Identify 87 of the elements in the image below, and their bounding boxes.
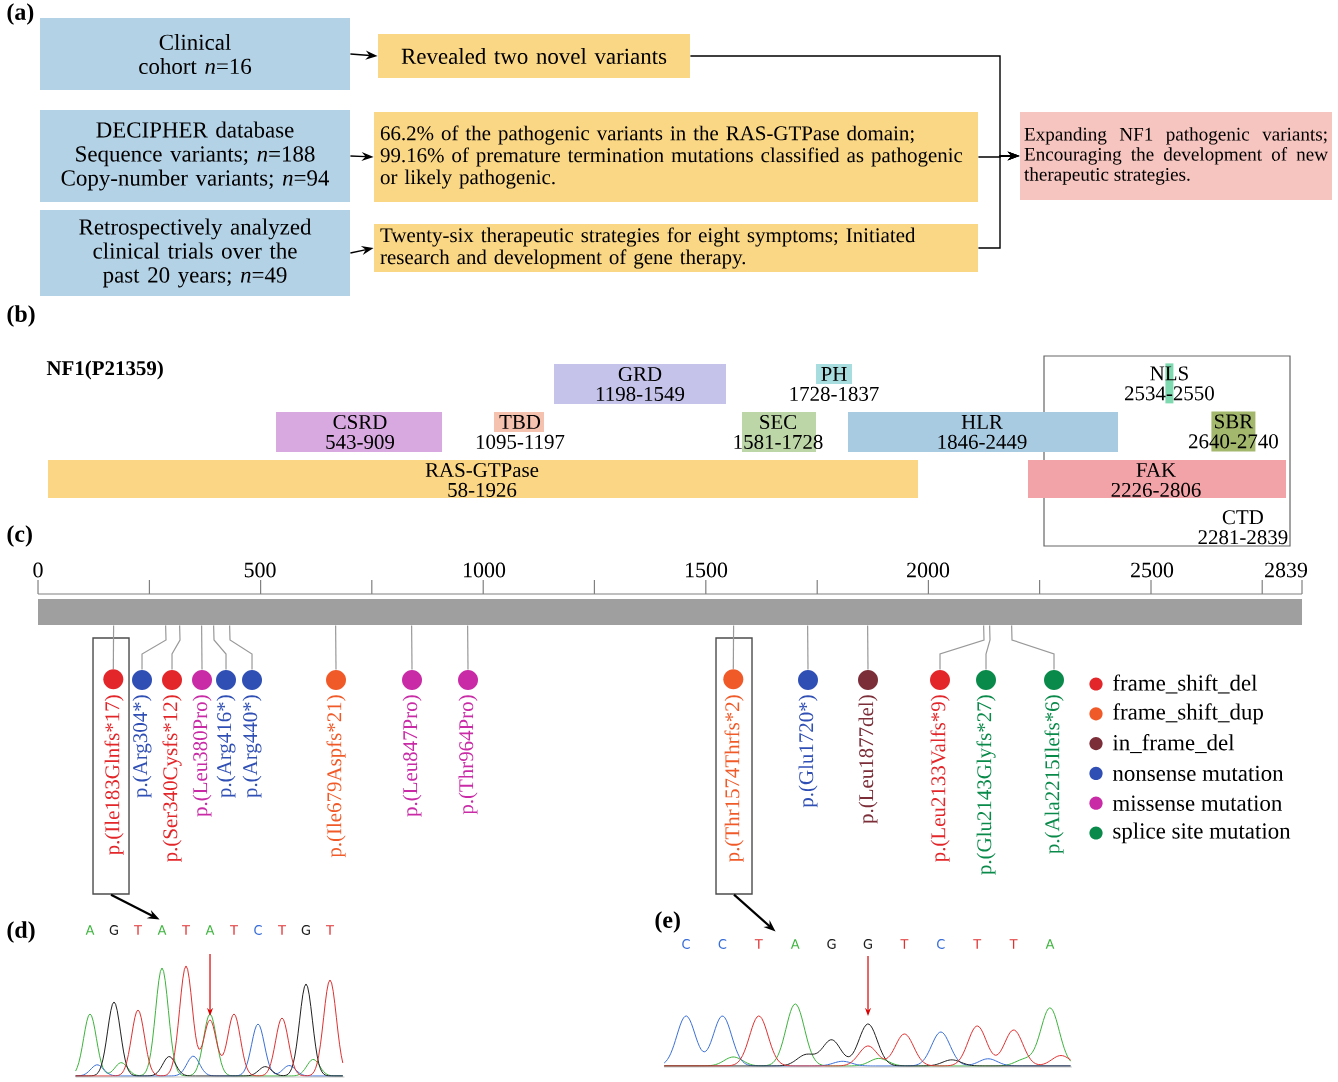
legend-label: frame_shift_dup [1113, 703, 1263, 725]
stem-line [867, 624, 869, 671]
stem-line [112, 624, 115, 670]
tick-label: 0 [33, 562, 43, 578]
mutation-dot [162, 670, 182, 690]
mutation-label: p.(Ala2215Ilefs*6) [1044, 695, 1064, 854]
tick-label: 2839 [1265, 562, 1308, 578]
legend-label: splice site mutation [1113, 822, 1291, 844]
stem-line [335, 624, 337, 671]
mutation-dot [798, 670, 818, 690]
domain-bar: NLS 2534-2550 [1125, 363, 1214, 404]
mutation-label: p.(Thr964Pro) [458, 695, 478, 815]
stem-line [411, 624, 413, 671]
stem-line [807, 624, 809, 671]
mutation-label: p.(Ser340Cysfs*12) [162, 695, 182, 862]
mutation-dot [103, 669, 124, 690]
stem-line [1011, 624, 1055, 671]
stem-line [201, 624, 203, 671]
highlight-frame [715, 637, 753, 895]
stem-line [141, 624, 167, 671]
text-box: Expanding NF1 pathogenic variants; Encouraging the development of new therapeutic strategies. [1020, 112, 1332, 200]
legend-label: nonsense mutation [1112, 765, 1284, 782]
mutation-label: p.(Ile679Aspfs*21) [326, 695, 346, 858]
domain-bar: HLR 1846-2449 [848, 412, 1118, 452]
stem-line [939, 624, 985, 671]
domain-bar: TBD 1095-1197 [476, 412, 565, 449]
mutation-dot [242, 670, 262, 690]
text-box: Clinical cohort n=16 [40, 18, 350, 90]
domain-bar: RAS-GTPase 58-1926 [48, 460, 918, 498]
mutation-dot [1044, 670, 1064, 690]
tick-label: 1500 [686, 562, 728, 578]
mutation-label: p.(Leu2133Valfs*9) [930, 695, 950, 862]
mutation-label: p.(Glu2143Glyfs*27) [976, 695, 996, 875]
node-label: 2534-2550 [1124, 386, 1214, 401]
mutation-dot [402, 670, 422, 690]
stem-line [467, 624, 469, 671]
text-box: DECIPHER database Sequence variants; n=188 Copy-number variants; n=94 [40, 110, 350, 202]
tick-label: 500 [244, 562, 276, 578]
mutation-dot [192, 670, 212, 690]
mutation-label: p.(Glu1720*) [798, 695, 818, 808]
stem-line [229, 624, 253, 671]
mutation-dot [326, 670, 346, 690]
mutation-label: p.(Leu1877del) [858, 695, 878, 824]
node-label: 1728-1837 [790, 386, 879, 401]
mutation-label: p.(Leu847Pro) [402, 695, 422, 817]
protein-name: NF1(P21359) [46, 360, 163, 380]
text-box: Twenty-six therapeutic strategies for eight symptoms; Initiated research and development of gene therapy. [374, 224, 978, 272]
legend-label: in_frame_del [1112, 734, 1235, 754]
legend-label: frame_shift_del [1113, 674, 1258, 694]
domain-bar: PH 1728-1837 [790, 364, 879, 401]
panel-label: (a) [7, 3, 34, 25]
domain-bar: FAK 2226-2806 [1028, 460, 1286, 498]
panel-label: (d) [7, 921, 35, 943]
mutation-dot [930, 670, 950, 690]
stem-line [985, 624, 991, 671]
mutation-label: p.(Arg304*) [132, 695, 152, 798]
text-box: Retrospectively analyzed clinical trials over the past 20 years; n=49 [40, 210, 350, 296]
mutation-dot [723, 669, 744, 690]
panel-label: (c) [7, 525, 32, 547]
tick-label: 2500 [1131, 562, 1174, 578]
node-label: 1095-1197 [476, 434, 565, 449]
mutation-dot [858, 670, 878, 690]
stem-line [213, 624, 227, 671]
domain-bar: SEC 1581-1728 [734, 412, 823, 452]
domain-bar: SBR 2640-2740 [1189, 411, 1278, 452]
mutation-dot [976, 670, 996, 690]
tick-label: 2000 [907, 562, 950, 578]
mutation-dot [216, 670, 236, 690]
tick-label: 1000 [464, 562, 506, 578]
panel-label: (e) [655, 911, 680, 933]
mutation-label: p.(Arg416*) [216, 695, 236, 798]
protein-bar [38, 599, 1302, 625]
panel-label: (b) [7, 305, 35, 327]
highlight-frame [92, 637, 130, 895]
mutation-dot [458, 670, 478, 690]
mutation-label: p.(Ile183Glnfs*17) [104, 695, 124, 855]
mutation-label: p.(Leu380Pro) [192, 695, 212, 817]
domain-bar: CSRD 543-909 [276, 412, 442, 452]
text-box: 66.2% of the pathogenic variants in the RAS-GTPase domain; 99.16% of premature termination mutations classified as pathogenic or likely pathogenic. [374, 112, 978, 202]
mutation-dot [132, 670, 152, 690]
stem-line [171, 624, 181, 671]
stem-line [732, 624, 735, 670]
legend-label: missense mutation [1112, 795, 1282, 811]
text-box: Revealed two novel variants [378, 34, 690, 78]
mutation-label: p.(Thr1574Thrfs*2) [724, 695, 744, 862]
domain-bar: GRD 1198-1549 [554, 364, 726, 404]
mutation-label: p.(Arg440*) [242, 695, 262, 798]
